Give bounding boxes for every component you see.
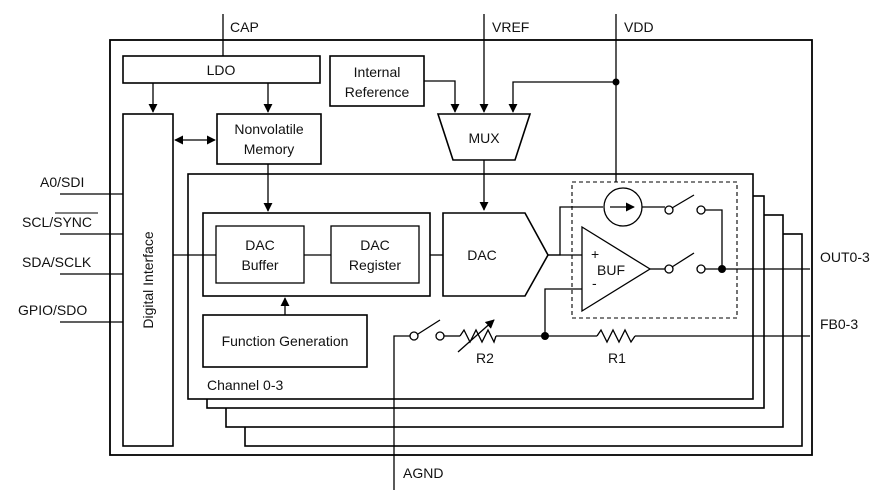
- r2-label: R2: [476, 350, 494, 366]
- r1-label: R1: [608, 350, 626, 366]
- channel-label: Channel 0-3: [207, 377, 283, 393]
- ldo-label: LDO: [207, 62, 236, 78]
- dac-block: [442, 212, 549, 297]
- agnd-switch-blade: [417, 319, 441, 335]
- buf-plus-label: +: [591, 246, 599, 262]
- buf-minus-label: -: [592, 275, 597, 291]
- a0-sdi-label: A0/SDI: [40, 174, 84, 190]
- buf-label: BUF: [597, 262, 625, 278]
- gpio-sdo-label: GPIO/SDO: [18, 302, 87, 318]
- ref-to-mux-arrow: [424, 80, 460, 113]
- out-junction: [718, 265, 726, 273]
- output-stage-box: [571, 181, 738, 319]
- r2-resistor: [459, 328, 497, 344]
- buf-minus-feedback-wire: [544, 288, 582, 336]
- switch-bottom-blade: [671, 252, 695, 268]
- ldo-block: [122, 55, 321, 84]
- internal-reference-label-1: Internal: [354, 64, 401, 80]
- digital-interface-label: Digital Interface: [140, 231, 156, 328]
- mux-block: [436, 113, 532, 161]
- dac-buffer-block: [215, 225, 305, 284]
- internal-reference-block: [329, 55, 425, 107]
- sda-sclk-label: SDA/SCLK: [22, 254, 92, 270]
- switch-top-blade: [671, 194, 695, 209]
- cap-label: CAP: [230, 19, 259, 35]
- nvm-label-1: Nonvolatile: [234, 121, 303, 137]
- buf-amplifier: [581, 225, 652, 313]
- vdd-to-mux-arrow: [508, 81, 616, 113]
- internal-reference-label-2: Reference: [345, 84, 410, 100]
- switch-bottom-contact-a: [664, 264, 674, 274]
- switch-top-contact-b: [696, 205, 706, 215]
- dac-register-label-1: DAC: [360, 237, 390, 253]
- switch-top-to-out-wire: [705, 209, 723, 268]
- vdd-label: VDD: [624, 19, 654, 35]
- r1-resistor: [596, 328, 636, 344]
- switch-bottom-contact-b: [696, 264, 706, 274]
- agnd-label: AGND: [403, 465, 443, 481]
- vref-label: VREF: [492, 19, 529, 35]
- r2-variable-arrow: [457, 319, 495, 353]
- function-generation-label: Function Generation: [222, 333, 349, 349]
- dac-buffer-label-2: Buffer: [241, 257, 278, 273]
- dac-label: DAC: [467, 247, 497, 263]
- digital-interface-block: [122, 113, 174, 447]
- nvm-block: [216, 113, 322, 165]
- dac-buffer-label-1: DAC: [245, 237, 275, 253]
- mux-label: MUX: [468, 130, 500, 146]
- dac-register-block: [330, 225, 420, 284]
- agnd-wire: [393, 335, 410, 490]
- scl-sync-label: SCL/SYNC: [22, 214, 92, 230]
- function-generation-block: [202, 314, 368, 368]
- switch-top-contact-a: [664, 205, 674, 215]
- agnd-switch-contact-a: [409, 331, 419, 341]
- fb-label: FB0-3: [820, 316, 858, 332]
- nvm-label-2: Memory: [244, 141, 295, 157]
- out-label: OUT0-3: [820, 249, 870, 265]
- agnd-switch-contact-b: [435, 331, 445, 341]
- dac-register-label-2: Register: [349, 257, 401, 273]
